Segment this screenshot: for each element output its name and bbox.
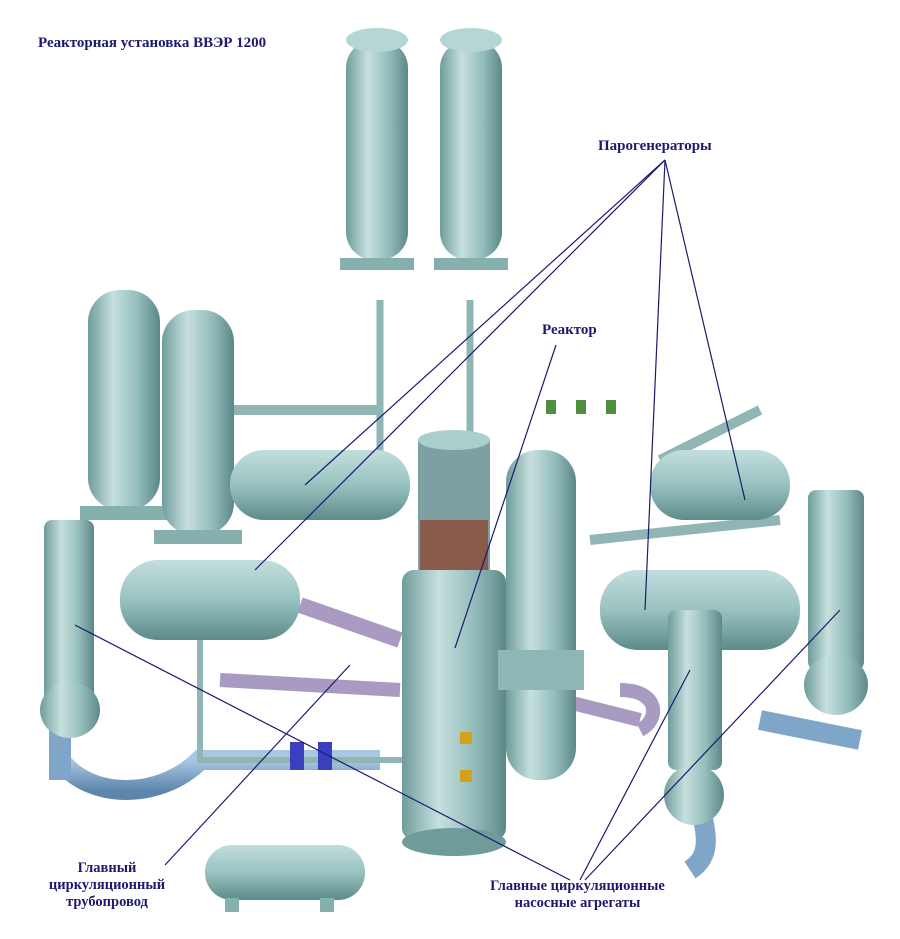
horizontal-steam-generator-back-left [230,450,410,520]
steam-generators-label: Парогенераторы [598,138,712,154]
main-coolant-pump-left [40,520,100,738]
reactor-vessel [402,430,506,856]
steam-generator-top-right [434,28,508,270]
leader-lines [74,159,841,881]
bottom-horizontal-tank [205,845,365,912]
pressurizer [498,450,584,780]
steam-generator-left-2 [154,310,242,544]
valves [290,400,616,782]
steam-generator-top-left [340,28,414,270]
horizontal-steam-generator-front-left [120,560,300,640]
main-coolant-pump-right [804,490,868,715]
horizontal-steam-generator-back-right [650,450,790,520]
steam-generator-left-1 [80,290,168,520]
main-pipeline-label: Главный циркуляционный трубопровод [48,860,166,911]
reactor-label: Реактор [542,322,597,338]
main-coolant-pump-front [664,610,724,825]
diagram-title: Реакторная установка ВВЭР 1200 [38,35,267,51]
main-pumps-label: Главные циркуляционные насосные агрегаты [490,878,665,912]
